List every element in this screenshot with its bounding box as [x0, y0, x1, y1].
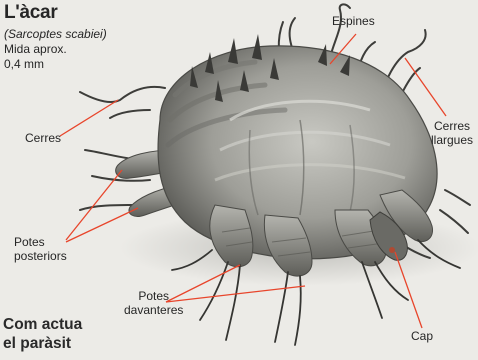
- label-cerres: Cerres: [25, 131, 61, 145]
- section-heading: Com actua el paràsit: [3, 315, 82, 353]
- scientific-name: (Sarcoptes scabiei): [4, 27, 107, 41]
- label-potes-posteriors-line2: posteriors: [14, 249, 67, 263]
- label-espines: Espines: [332, 14, 375, 28]
- title: L'àcar: [4, 2, 57, 24]
- label-cerres-llargues-line1: Cerres: [431, 119, 473, 133]
- size-label: Mida aprox.: [4, 42, 67, 56]
- section-heading-line2: el paràsit: [3, 334, 82, 353]
- label-cerres-llargues-line2: llargues: [431, 133, 473, 147]
- section-heading-line1: Com actua: [3, 315, 82, 334]
- size-value: 0,4 mm: [4, 57, 44, 71]
- leader-potes-posteriors-2: [66, 208, 138, 242]
- label-cap: Cap: [411, 329, 433, 343]
- label-potes-davanteres: Potes davanteres: [124, 289, 183, 317]
- label-cerres-llargues: Cerres llargues: [431, 119, 473, 147]
- label-potes-posteriors: Potes posteriors: [14, 235, 67, 263]
- label-potes-posteriors-line1: Potes: [14, 235, 67, 249]
- label-potes-davanteres-line2: davanteres: [124, 303, 183, 317]
- label-potes-davanteres-line1: Potes: [124, 289, 183, 303]
